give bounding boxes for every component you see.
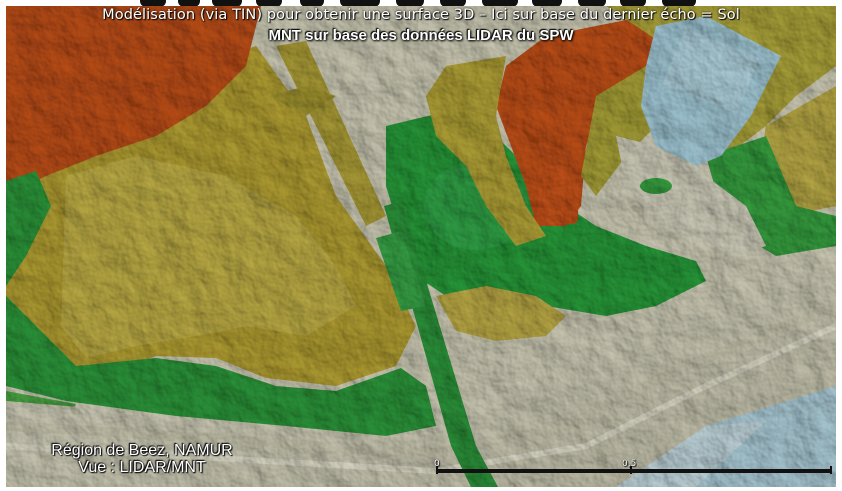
scale-bar bbox=[436, 466, 832, 474]
scale-bar-tick-mid bbox=[630, 466, 632, 474]
cropped-title-glyphs bbox=[140, 0, 696, 7]
map-caption: Région de Beez, NAMUR Vue : LIDAR/MNT bbox=[22, 442, 262, 476]
scale-label-mid: 0,5 bbox=[622, 459, 637, 469]
scale-bar-line bbox=[436, 469, 832, 473]
region-label: Région de Beez, NAMUR bbox=[51, 442, 233, 459]
scale-bar-tick-end bbox=[830, 466, 832, 474]
view-label: Vue : LIDAR/MNT bbox=[78, 459, 206, 476]
scale-label-start: 0 bbox=[434, 459, 440, 469]
lidar-dtm-map bbox=[6, 6, 836, 487]
header-subtitle: Modélisation (via TIN) pour obtenir une … bbox=[102, 7, 740, 23]
cropped-slide-title bbox=[0, 0, 842, 10]
river-valley-floor bbox=[6, 261, 836, 487]
scale-bar-tick-start bbox=[436, 466, 438, 474]
header-title: MNT sur base des données LIDAR du SPW bbox=[268, 27, 574, 44]
high-elevation-top-left bbox=[6, 6, 261, 196]
green-lowland-left bbox=[6, 296, 436, 436]
dtm-shaded-relief bbox=[6, 6, 836, 487]
